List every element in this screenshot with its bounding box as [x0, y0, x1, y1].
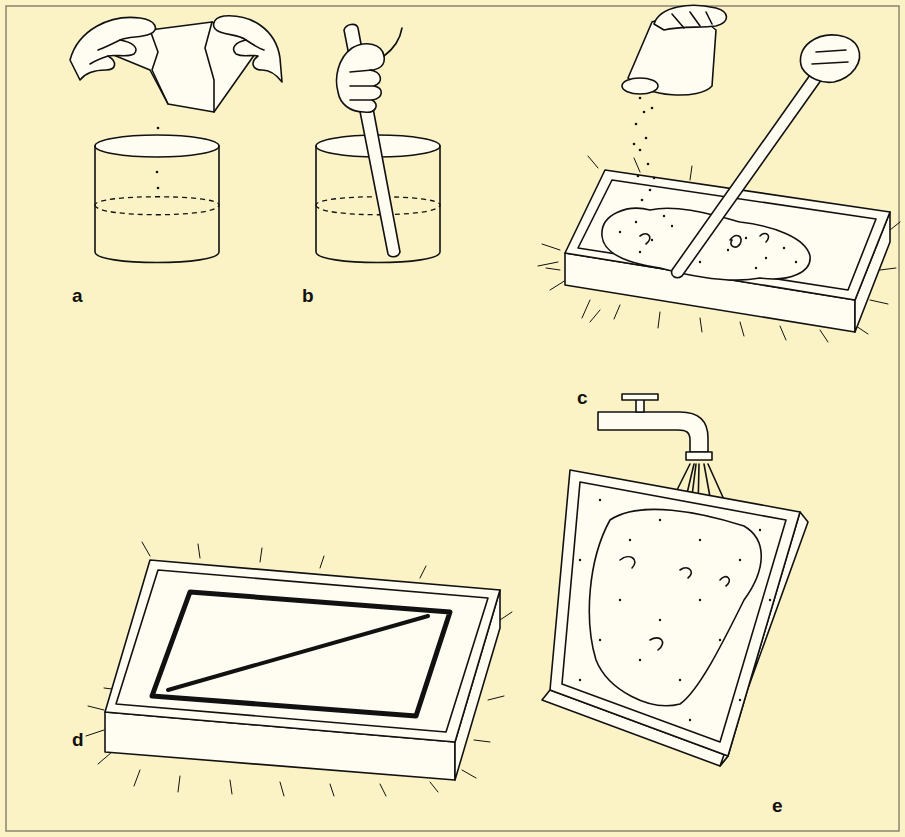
pouring-pulp-figure [538, 5, 900, 342]
panel-letter: d [72, 730, 84, 749]
panel-letter: b [302, 286, 314, 305]
tearing-paper-figure [70, 16, 282, 263]
panel-letter: e [772, 796, 783, 815]
panel-letter: a [72, 286, 83, 305]
stirring-figure [316, 24, 440, 262]
rinsing-figure [542, 394, 808, 766]
frame [6, 6, 899, 831]
panel-letter: c [577, 388, 588, 407]
mould-in-tray-figure [86, 542, 512, 796]
